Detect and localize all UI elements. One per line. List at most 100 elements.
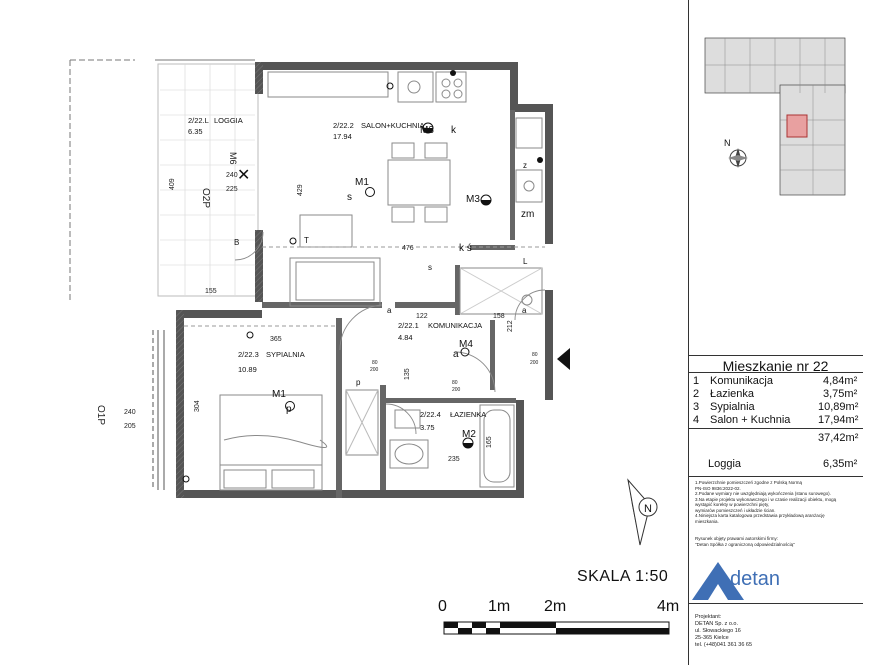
copyright-2: "Detan Spółka z ograniczoną odpowiedzial… bbox=[695, 541, 795, 547]
windows bbox=[152, 330, 165, 490]
dashed-lines bbox=[184, 246, 545, 327]
note-8: mieszkania. bbox=[695, 518, 719, 524]
room-code-komunikacja: 2/22.1 bbox=[398, 321, 419, 330]
marker-m3-a-sub: k bbox=[451, 125, 457, 136]
panel-line-5 bbox=[688, 603, 863, 604]
note-2: PN-ISO 9836:2022-02. bbox=[695, 485, 741, 491]
scale-tick-1m: 1m bbox=[488, 598, 511, 615]
room-code-loggia: 2/22.L bbox=[188, 116, 209, 125]
marker-m1-salon: M1 bbox=[355, 177, 369, 188]
sofa bbox=[289, 257, 381, 307]
row-3-name: Sypialnia bbox=[710, 401, 755, 413]
note-7: 4.Niniejsza karta katalogowa przedstawia… bbox=[695, 513, 825, 518]
logo-text: detan bbox=[730, 568, 781, 590]
panel-line-4 bbox=[688, 476, 863, 477]
marker-m3-b: M3 bbox=[466, 194, 480, 205]
floor-plan: 2/22.L LOGGIA 6.35 2/22.2 SALON+KUCHNIA … bbox=[69, 59, 670, 635]
dining-set bbox=[387, 142, 451, 223]
apartment-highlight bbox=[786, 114, 808, 138]
room-code-lazienka: 2/22.4 bbox=[420, 410, 441, 419]
interior-walls bbox=[262, 110, 516, 498]
marker-m1-bedroom: M1 bbox=[272, 389, 286, 400]
marker-m2: M2 bbox=[462, 429, 476, 440]
door-dim-80a: 80 bbox=[372, 360, 378, 366]
dim-476: 476 bbox=[402, 245, 414, 252]
room-code-sypialnia: 2/22.3 bbox=[238, 350, 259, 359]
row-4-name: Salon + Kuchnia bbox=[710, 414, 791, 426]
marker-a3: a bbox=[522, 306, 527, 315]
door-dim-200b: 200 bbox=[530, 360, 539, 366]
marker-a1: a bbox=[453, 349, 459, 360]
scale-title: SKALA 1:50 bbox=[577, 568, 669, 585]
designer-line-2: ul. Słowackiego 16 bbox=[695, 628, 741, 634]
designer-label: Projektant: bbox=[695, 614, 722, 620]
room-area-salon: 17.94 bbox=[333, 132, 352, 141]
row-3-num: 3 bbox=[693, 401, 700, 413]
room-code-salon: 2/22.2 bbox=[333, 121, 354, 130]
wall-hatch bbox=[176, 62, 263, 498]
detan-logo-icon bbox=[692, 562, 744, 600]
row-1-area: 4,84m² bbox=[823, 375, 858, 387]
row-4-area: 17,94m² bbox=[818, 414, 859, 426]
dim-429: 429 bbox=[297, 184, 304, 196]
label-o1p: O1P bbox=[95, 405, 106, 425]
designer-line-3: 25-365 Kielce bbox=[695, 635, 729, 641]
entrance-arrow-icon bbox=[557, 348, 570, 370]
north-arrow-plan-icon: N bbox=[627, 478, 658, 546]
note-3: 2.Podane wymiary nie uwzględniają wykońc… bbox=[695, 491, 831, 496]
marker-p: p bbox=[356, 378, 361, 387]
marker-m4: M4 bbox=[459, 339, 473, 350]
room-name-lazienka: ŁAZIENKA bbox=[450, 410, 486, 419]
kitchen bbox=[267, 71, 543, 203]
scale-bar bbox=[443, 621, 670, 635]
door-dim-200c: 200 bbox=[452, 387, 461, 393]
label-o2p: O2P bbox=[200, 188, 211, 208]
panel-line-2 bbox=[688, 372, 863, 373]
north-label-minimap: N bbox=[724, 138, 731, 148]
row-3-area: 10,89m² bbox=[818, 401, 859, 413]
x-mark-icon: ✕ bbox=[237, 167, 250, 184]
marker-ks: k ś bbox=[459, 243, 472, 254]
door-dim-80c: 80 bbox=[452, 380, 458, 386]
door-swings bbox=[234, 231, 546, 435]
dim-240b: 240 bbox=[124, 409, 136, 416]
row-2-num: 2 bbox=[693, 388, 700, 400]
row-2-area: 3,75m² bbox=[823, 388, 858, 400]
room-area-lazienka: 3.75 bbox=[420, 423, 435, 432]
row-1-name: Komunikacja bbox=[710, 375, 773, 387]
room-name-salon: SALON+KUCHNIA bbox=[361, 121, 425, 130]
marker-a2: a bbox=[387, 306, 392, 315]
dim-205: 205 bbox=[124, 423, 136, 430]
scale-tick-4m: 4m bbox=[657, 598, 680, 615]
loggia-label: Loggia bbox=[708, 458, 742, 470]
dim-365: 365 bbox=[270, 336, 282, 343]
panel-line-1 bbox=[688, 355, 863, 356]
room-area-sypialnia: 10.89 bbox=[238, 365, 257, 374]
row-2-name: Łazienka bbox=[710, 388, 755, 400]
room-area-komunikacja: 4.84 bbox=[398, 333, 413, 342]
dim-409: 409 bbox=[169, 178, 176, 190]
note-1: 1.Powierzchnie pomieszczeń zgodne z Pols… bbox=[695, 480, 803, 485]
room-name-komunikacja: KOMUNIKACJA bbox=[428, 321, 482, 330]
marker-T: T bbox=[304, 236, 309, 245]
wardrobe-diag-2 bbox=[345, 389, 379, 456]
label-m6: M6 bbox=[228, 152, 238, 165]
total-area: 37,42m² bbox=[818, 432, 859, 444]
loggia-area: 6,35m² bbox=[823, 458, 858, 470]
marker-z: z bbox=[523, 161, 527, 170]
note-6: wymiarów pomieszczeń i układzie ścian. bbox=[695, 507, 776, 513]
note-5: wystąpić korekty w powierzchni pięty, bbox=[695, 502, 770, 507]
row-1-num: 1 bbox=[693, 375, 700, 387]
marker-s: s bbox=[428, 263, 432, 272]
dim-304: 304 bbox=[194, 400, 201, 412]
dim-225: 225 bbox=[226, 186, 238, 193]
loggia-outline bbox=[69, 59, 259, 300]
apartment-title: Mieszkanie nr 22 bbox=[722, 358, 829, 374]
dim-135: 135 bbox=[404, 368, 411, 380]
dim-155: 155 bbox=[205, 288, 217, 295]
bathroom-fixtures bbox=[389, 404, 515, 488]
dim-240a: 240 bbox=[226, 172, 238, 179]
panel-line-3 bbox=[688, 428, 863, 429]
panel-divider bbox=[688, 0, 689, 665]
room-area-loggia: 6.35 bbox=[188, 127, 203, 136]
